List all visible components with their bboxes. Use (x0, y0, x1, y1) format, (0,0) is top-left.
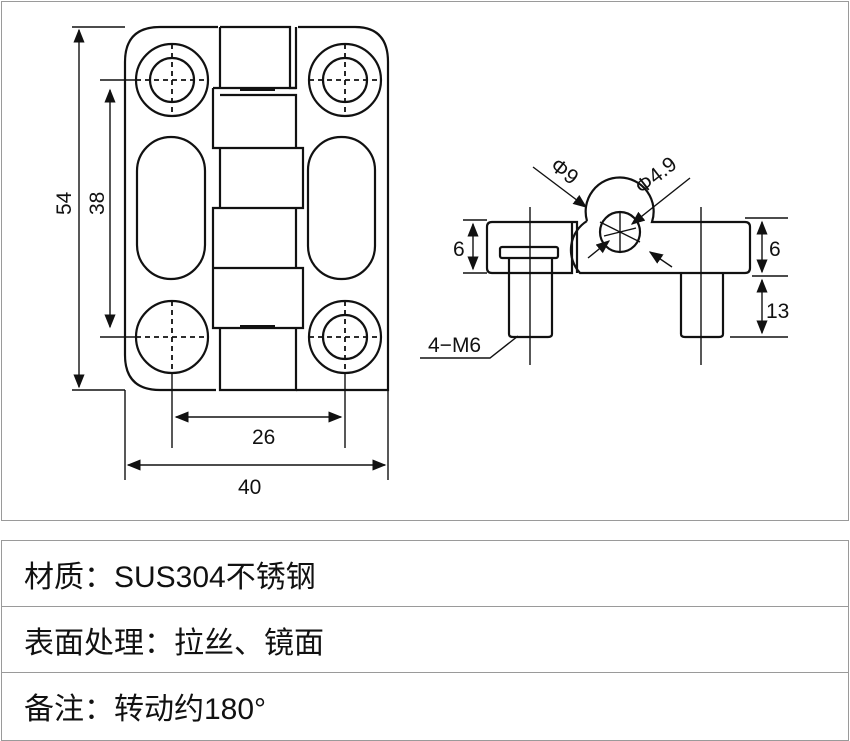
dim-26: 26 (252, 426, 275, 449)
spec-table: 材质：SUS304不锈钢 表面处理：拉丝、镜面 备注：转动约180° (1, 540, 849, 741)
dim-4-m6: 4−M6 (428, 334, 481, 357)
drawing-frame (1, 1, 849, 521)
dim-phi9: Φ9 (546, 154, 583, 190)
spec-row-material: 材质：SUS304不锈钢 (2, 541, 848, 607)
spec-label: 材质： (24, 560, 114, 594)
spec-value: SUS304不锈钢 (114, 560, 316, 594)
dim-40: 40 (238, 476, 261, 499)
hinge-technical-drawing: 54 38 26 40 6 6 13 Φ9 Φ4.9 4−M6 (53, 25, 789, 499)
dim-6-right: 6 (769, 238, 781, 261)
spec-row-surface: 表面处理：拉丝、镜面 (2, 607, 848, 673)
spec-value: 拉丝、镜面 (174, 626, 324, 660)
dim-13: 13 (766, 300, 789, 323)
spec-row-remark: 备注：转动约180° (2, 673, 848, 739)
spec-value: 转动约180° (114, 693, 267, 726)
spec-label: 表面处理： (24, 626, 174, 660)
front-dimensions: 54 38 26 40 (53, 26, 389, 499)
dim-38: 38 (86, 192, 109, 215)
dim-54: 54 (53, 191, 76, 215)
dim-6-left: 6 (453, 238, 465, 261)
hinge-front-view (123, 25, 390, 392)
hinge-side-view (485, 176, 752, 365)
spec-label: 备注： (24, 693, 114, 726)
side-dimensions: 6 6 13 Φ9 Φ4.9 4−M6 (420, 153, 789, 359)
dim-phi4-9: Φ4.9 (631, 153, 681, 199)
